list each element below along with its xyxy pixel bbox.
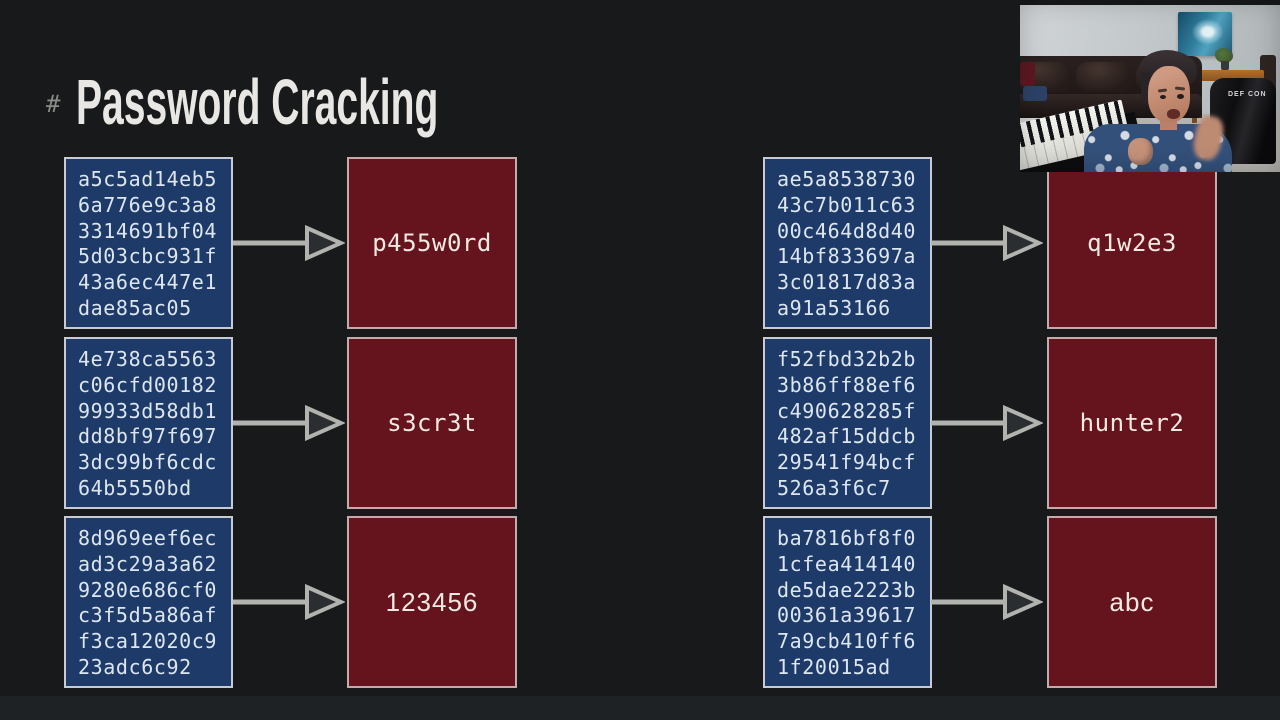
password-box: p455w0rd [347,157,517,329]
password-text: q1w2e3 [1087,229,1177,257]
hash-box: a5c5ad14eb5 6a776e9c3a8 3314691bf04 5d03… [64,157,233,329]
hash-box: ba7816bf8f0 1cfea414140 de5dae2223b 0036… [763,516,932,688]
hash-text: ae5a8538730 43c7b011c63 00c464d8d40 14bf… [777,167,917,320]
hash-text: f52fbd32b2b 3b86ff88ef6 c490628285f 482a… [777,347,917,500]
red-pillow [1020,62,1035,86]
arrow-right-icon [931,583,1044,621]
password-text: hunter2 [1079,409,1185,437]
webcam-video-overlay: DEF CON [1020,0,1280,172]
plant [1215,48,1233,63]
webcam-top-strip [1020,0,1280,5]
jacket-text: DEF CON [1228,91,1267,98]
hash-text: 8d969eef6ec ad3c29a3a62 9280e686cf0 c3f5… [78,526,218,679]
password-box: q1w2e3 [1047,157,1217,329]
arrow-right-icon [931,404,1044,442]
hash-text: 4e738ca5563 c06cfd00182 99933d58db1 dd8b… [78,347,218,500]
dining-table [1186,70,1264,81]
password-text: p455w0rd [372,229,492,257]
hash-text: a5c5ad14eb5 6a776e9c3a8 3314691bf04 5d03… [78,167,218,320]
plant-pot [1221,61,1229,70]
hash-box: 8d969eef6ec ad3c29a3a62 9280e686cf0 c3f5… [64,516,233,688]
person-eye [1160,95,1166,99]
hash-box: f52fbd32b2b 3b86ff88ef6 c490628285f 482a… [763,337,932,509]
title-hash-marker: # [46,90,61,118]
password-box: 123456 [347,516,517,688]
bottom-letterbox-bar [0,696,1280,720]
arrow-right-icon [931,224,1044,262]
blue-pillow [1023,86,1047,101]
page-title: Password Cracking [76,66,439,138]
password-text: s3cr3t [387,409,477,437]
password-box: abc [1047,516,1217,688]
password-box: hunter2 [1047,337,1217,509]
arrow-right-icon [233,404,346,442]
password-text: 123456 [385,586,479,617]
password-text: abc [1109,586,1155,617]
arrow-right-icon [233,224,346,262]
hash-box: 4e738ca5563 c06cfd00182 99933d58db1 dd8b… [64,337,233,509]
title-row: # Password Cracking [46,66,670,138]
hash-text: ba7816bf8f0 1cfea414140 de5dae2223b 0036… [777,526,917,679]
person-mouth [1167,109,1180,119]
person-left-fist [1128,138,1153,165]
person-hair [1141,72,1151,102]
person-eye [1177,94,1184,99]
password-box: s3cr3t [347,337,517,509]
hash-box: ae5a8538730 43c7b011c63 00c464d8d40 14bf… [763,157,932,329]
arrow-right-icon [233,583,346,621]
couch-cushion [1076,62,1132,92]
